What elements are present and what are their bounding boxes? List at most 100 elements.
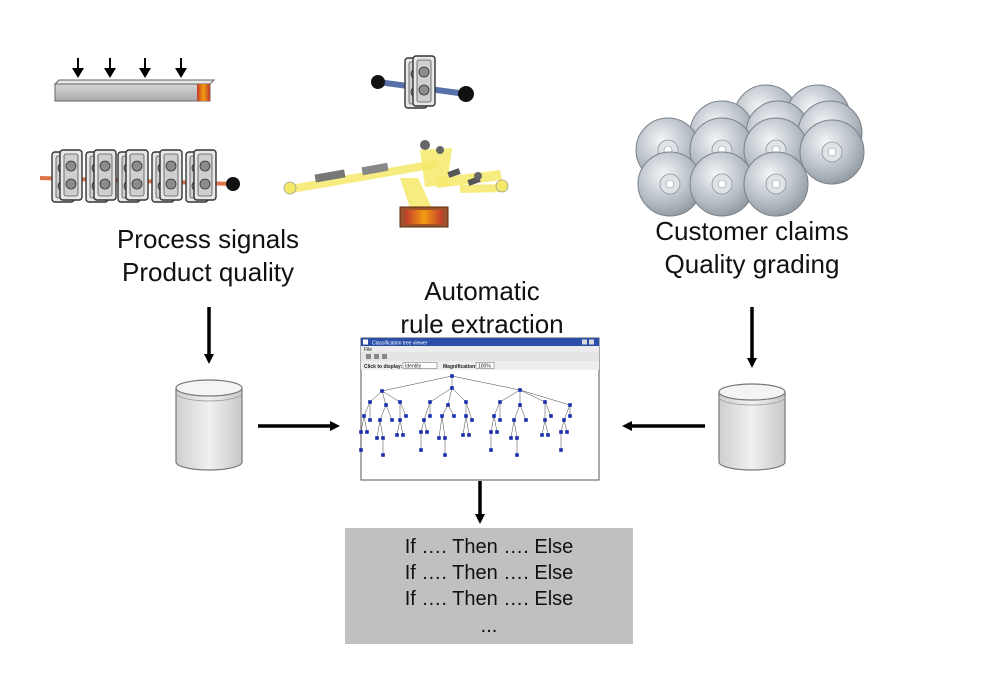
tree-node[interactable] [450, 386, 454, 390]
tree-node[interactable] [464, 414, 468, 418]
tree-node[interactable] [565, 430, 569, 434]
tree-node[interactable] [443, 436, 447, 440]
tree-node[interactable] [365, 430, 369, 434]
tree-node[interactable] [467, 433, 471, 437]
tree-edge [381, 390, 401, 403]
tree-node[interactable] [419, 448, 423, 452]
tree-node[interactable] [518, 388, 522, 392]
rules-box [345, 528, 633, 644]
tree-node[interactable] [425, 430, 429, 434]
tree-node[interactable] [524, 418, 528, 422]
tree-node[interactable] [443, 453, 447, 457]
tree-node[interactable] [559, 430, 563, 434]
tree-node[interactable] [495, 430, 499, 434]
tree-node[interactable] [404, 414, 408, 418]
tree-node[interactable] [398, 400, 402, 404]
rule-line-1: If …. Then …. Else [405, 536, 574, 558]
tree-edge [519, 404, 527, 421]
disc-stack-illustration [635, 84, 865, 217]
tree-node[interactable] [401, 433, 405, 437]
tree-node[interactable] [498, 400, 502, 404]
window-app-icon [363, 339, 368, 345]
tree-node[interactable] [461, 433, 465, 437]
tree-node[interactable] [515, 436, 519, 440]
tree-node[interactable] [422, 418, 426, 422]
tree-edge [465, 401, 473, 421]
processing-line-illustration [283, 140, 509, 228]
classification-tree [359, 374, 572, 457]
tree-node[interactable] [518, 403, 522, 407]
tree-node[interactable] [549, 414, 553, 418]
tree-node[interactable] [452, 414, 456, 418]
tree-edge [513, 419, 518, 439]
tree-edge [381, 390, 387, 406]
zoom-out-icon[interactable] [382, 354, 387, 359]
tree-node[interactable] [543, 400, 547, 404]
tree-edge [429, 387, 453, 403]
tree-node[interactable] [380, 389, 384, 393]
tree-node[interactable] [450, 374, 454, 378]
automatic-label: Automatic [424, 276, 540, 306]
tree-node[interactable] [384, 403, 388, 407]
tree-edge [363, 401, 371, 417]
tree-node[interactable] [368, 400, 372, 404]
tree-node[interactable] [428, 400, 432, 404]
product-quality-label: Product quality [122, 257, 294, 287]
tree-node[interactable] [464, 400, 468, 404]
magnification-value: 100% [478, 364, 491, 370]
tree-edge [560, 419, 565, 433]
tree-edge [447, 387, 453, 406]
tree-node[interactable] [390, 418, 394, 422]
tree-edge [462, 415, 467, 436]
tree-node[interactable] [381, 453, 385, 457]
tree-node[interactable] [498, 418, 502, 422]
tree-node[interactable] [362, 414, 366, 418]
tree-node[interactable] [489, 430, 493, 434]
tree-node[interactable] [446, 403, 450, 407]
click-to-display-select[interactable] [402, 362, 438, 369]
tree-edge [379, 419, 384, 439]
tree-node[interactable] [437, 436, 441, 440]
tree-node[interactable] [543, 418, 547, 422]
window-close-button[interactable] [589, 339, 594, 345]
tree-node[interactable] [381, 436, 385, 440]
click-to-display-value: Identity [405, 364, 422, 370]
tree-node[interactable] [546, 433, 550, 437]
tree-node[interactable] [359, 448, 363, 452]
tree-node[interactable] [368, 418, 372, 422]
tree-node[interactable] [359, 430, 363, 434]
tree-node[interactable] [559, 448, 563, 452]
tree-edge [399, 419, 404, 436]
tree-node[interactable] [378, 418, 382, 422]
print-icon[interactable] [366, 354, 371, 359]
tree-node[interactable] [568, 403, 572, 407]
tree-node[interactable] [489, 448, 493, 452]
window-menu-file[interactable]: File [364, 347, 372, 353]
window-maximize-button[interactable] [582, 339, 587, 345]
tree-node[interactable] [540, 433, 544, 437]
magnification-label: Magnification: [443, 364, 477, 370]
tree-node[interactable] [492, 414, 496, 418]
tree-node[interactable] [509, 436, 513, 440]
magnification-select[interactable] [475, 362, 495, 369]
tree-node[interactable] [398, 418, 402, 422]
zoom-in-icon[interactable] [374, 354, 379, 359]
tree-edge [544, 401, 552, 417]
rule-line-4: ... [481, 615, 498, 637]
tree-edge [385, 404, 393, 421]
tree-node[interactable] [470, 418, 474, 422]
tree-node[interactable] [440, 414, 444, 418]
tree-node[interactable] [568, 414, 572, 418]
tree-edge [399, 401, 407, 417]
tree-node[interactable] [515, 453, 519, 457]
tree-node[interactable] [375, 436, 379, 440]
tree-node[interactable] [562, 418, 566, 422]
tree-node[interactable] [428, 414, 432, 418]
tree-node[interactable] [419, 430, 423, 434]
tree-edge [499, 389, 521, 403]
right-database-icon [718, 383, 786, 471]
tree-edge [447, 404, 455, 417]
tree-node[interactable] [512, 418, 516, 422]
tree-node[interactable] [395, 433, 399, 437]
